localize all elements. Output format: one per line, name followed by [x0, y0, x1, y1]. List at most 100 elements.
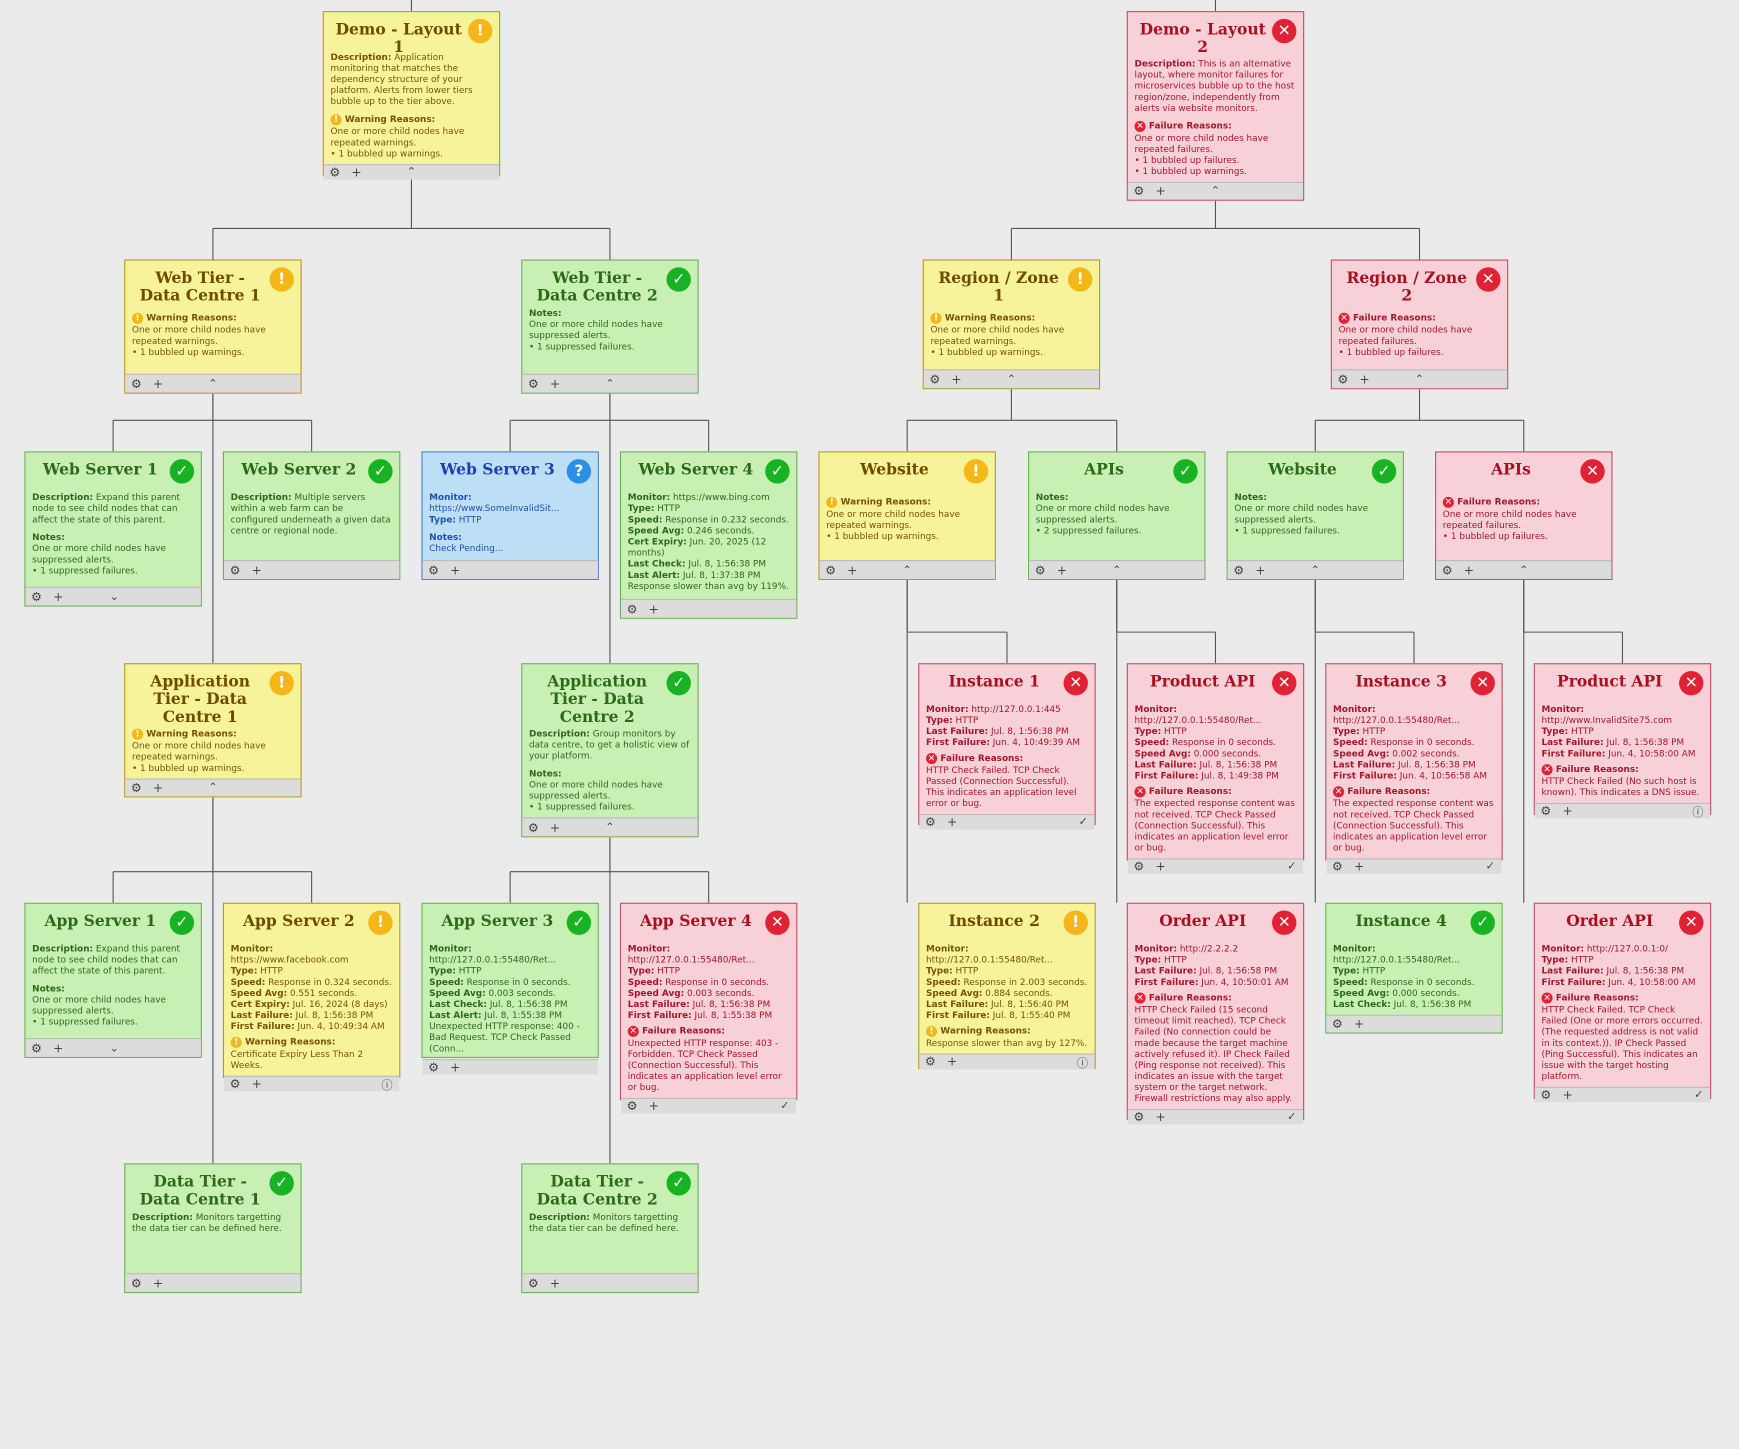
collapse-icon[interactable]: ⌃ — [1006, 373, 1017, 386]
node-card-inst2[interactable]: Instance 2!Monitor: http://127.0.0.1:554… — [918, 902, 1096, 1071]
node-card-ws4[interactable]: Web Server 4✓Monitor: https://www.bing.c… — [619, 451, 798, 619]
plus-icon[interactable]: + — [152, 376, 164, 391]
gear-icon[interactable]: ⚙ — [1133, 859, 1145, 874]
node-card-oapi2[interactable]: Order API✕Monitor: http://127.0.0.1:0/Ty… — [1533, 902, 1712, 1103]
node-card-demo2[interactable]: Demo - Layout 2✕Description: This is an … — [1126, 11, 1305, 201]
gear-icon[interactable]: ⚙ — [31, 589, 43, 604]
plus-icon[interactable]: + — [648, 601, 659, 617]
node-card-inst1[interactable]: Instance 1✕Monitor: http://127.0.0.1:445… — [918, 663, 1096, 830]
plus-icon[interactable]: + — [549, 1275, 561, 1291]
collapse-icon[interactable]: ⌃ — [1519, 563, 1529, 577]
node-card-wt1[interactable]: Web Tier - Data Centre 1!!Warning Reason… — [124, 259, 302, 394]
collapse-icon[interactable]: ⌃ — [208, 377, 218, 390]
gear-icon[interactable]: ⚙ — [1540, 804, 1552, 819]
node-card-as1[interactable]: App Server 1✓Description: Expand this pa… — [24, 902, 202, 1058]
gear-icon[interactable]: ⚙ — [31, 1040, 43, 1056]
gear-icon[interactable]: ⚙ — [130, 376, 142, 391]
acknowledge-check-icon[interactable]: ✓ — [1287, 1111, 1297, 1124]
acknowledge-check-icon[interactable]: ✓ — [1485, 860, 1495, 873]
info-icon[interactable]: ⓘ — [1076, 1057, 1088, 1071]
collapse-icon[interactable]: ⌃ — [406, 166, 417, 179]
acknowledge-check-icon[interactable]: ✓ — [780, 1100, 790, 1113]
plus-icon[interactable]: + — [1562, 804, 1573, 819]
gear-icon[interactable]: ⚙ — [1133, 1110, 1145, 1125]
plus-icon[interactable]: + — [251, 1076, 262, 1092]
gear-icon[interactable]: ⚙ — [626, 601, 638, 617]
plus-icon[interactable]: + — [1056, 562, 1067, 578]
node-card-web1[interactable]: Website!!Warning Reasons:One or more chi… — [818, 451, 996, 581]
gear-icon[interactable]: ⚙ — [329, 165, 341, 180]
gear-icon[interactable]: ⚙ — [130, 780, 142, 796]
gear-icon[interactable]: ⚙ — [1441, 562, 1453, 578]
plus-icon[interactable]: + — [1155, 1110, 1166, 1125]
plus-icon[interactable]: + — [1255, 562, 1266, 578]
gear-icon[interactable]: ⚙ — [527, 820, 539, 835]
collapse-icon[interactable]: ⌃ — [1310, 563, 1320, 577]
acknowledge-check-icon[interactable]: ✓ — [1694, 1089, 1704, 1102]
node-card-rz2[interactable]: Region / Zone 2✕✕Failure Reasons:One or … — [1330, 259, 1509, 390]
node-card-api2[interactable]: APIs✕✕Failure Reasons:One or more child … — [1435, 451, 1613, 581]
node-card-as4[interactable]: App Server 4✕Monitor: http://127.0.0.1:5… — [619, 902, 798, 1114]
gear-icon[interactable]: ⚙ — [1331, 859, 1343, 874]
collapse-icon[interactable]: ⌃ — [208, 782, 218, 795]
collapse-icon[interactable]: ⌃ — [1112, 563, 1122, 577]
plus-icon[interactable]: + — [1562, 1087, 1573, 1103]
plus-icon[interactable]: + — [648, 1099, 659, 1114]
gear-icon[interactable]: ⚙ — [229, 1076, 241, 1092]
gear-icon[interactable]: ⚙ — [1233, 562, 1245, 578]
node-card-papi2[interactable]: Product API✕Monitor: http://www.InvalidS… — [1533, 663, 1712, 820]
gear-icon[interactable]: ⚙ — [626, 1099, 638, 1114]
gear-icon[interactable]: ⚙ — [1540, 1087, 1552, 1103]
node-card-dt2[interactable]: Data Tier - Data Centre 2✓Description: M… — [521, 1163, 699, 1294]
plus-icon[interactable]: + — [951, 372, 962, 387]
collapse-icon[interactable]: ⌃ — [605, 377, 615, 390]
gear-icon[interactable]: ⚙ — [825, 562, 837, 578]
node-card-ws1[interactable]: Web Server 1✓Description: Expand this pa… — [24, 451, 202, 607]
node-card-at2[interactable]: Application Tier - Data Centre 2✓Descrip… — [521, 663, 699, 838]
plus-icon[interactable]: + — [847, 562, 858, 578]
gear-icon[interactable]: ⚙ — [929, 372, 941, 387]
node-card-web2[interactable]: Website✓Notes: One or more child nodes h… — [1226, 451, 1404, 581]
info-icon[interactable]: ⓘ — [381, 1080, 393, 1093]
expand-icon[interactable]: ⌄ — [109, 590, 119, 603]
node-card-demo1[interactable]: Demo - Layout 1!Description: Application… — [322, 11, 501, 180]
gear-icon[interactable]: ⚙ — [527, 1275, 539, 1291]
gear-icon[interactable]: ⚙ — [428, 1060, 440, 1075]
node-card-rz1[interactable]: Region / Zone 1!!Warning Reasons:One or … — [922, 259, 1101, 390]
plus-icon[interactable]: + — [53, 589, 64, 604]
plus-icon[interactable]: + — [251, 562, 262, 578]
gear-icon[interactable]: ⚙ — [229, 562, 241, 578]
plus-icon[interactable]: + — [549, 376, 561, 391]
plus-icon[interactable]: + — [1463, 562, 1474, 578]
plus-icon[interactable]: + — [1155, 183, 1166, 199]
node-card-papi1[interactable]: Product API✕Monitor: http://127.0.0.1:55… — [1126, 663, 1305, 874]
node-card-dt1[interactable]: Data Tier - Data Centre 1✓Description: M… — [124, 1163, 302, 1294]
plus-icon[interactable]: + — [53, 1040, 64, 1056]
node-card-as3[interactable]: App Server 3✓Monitor: http://127.0.0.1:5… — [421, 902, 599, 1075]
node-card-inst3[interactable]: Instance 3✕Monitor: http://127.0.0.1:554… — [1325, 663, 1503, 874]
node-card-as2[interactable]: App Server 2!Monitor: https://www.facebo… — [222, 902, 401, 1092]
node-card-api1[interactable]: APIs✓Notes: One or more child nodes have… — [1028, 451, 1206, 581]
plus-icon[interactable]: + — [946, 1054, 958, 1070]
plus-icon[interactable]: + — [450, 1060, 461, 1075]
gear-icon[interactable]: ⚙ — [1034, 562, 1046, 578]
node-card-ws3[interactable]: Web Server 3?Monitor: https://www.SomeIn… — [421, 451, 599, 581]
gear-icon[interactable]: ⚙ — [924, 1054, 936, 1070]
node-card-inst4[interactable]: Instance 4✓Monitor: http://127.0.0.1:554… — [1325, 902, 1503, 1034]
node-card-wt2[interactable]: Web Tier - Data Centre 2✓Notes: One or m… — [521, 259, 699, 394]
collapse-icon[interactable]: ⌃ — [1414, 373, 1425, 386]
gear-icon[interactable]: ⚙ — [1331, 1016, 1343, 1032]
plus-icon[interactable]: + — [351, 165, 362, 180]
collapse-icon[interactable]: ⌃ — [1210, 184, 1221, 198]
info-icon[interactable]: ⓘ — [1692, 807, 1704, 820]
acknowledge-check-icon[interactable]: ✓ — [1078, 816, 1088, 829]
gear-icon[interactable]: ⚙ — [924, 815, 936, 830]
plus-icon[interactable]: + — [946, 815, 958, 830]
gear-icon[interactable]: ⚙ — [130, 1275, 142, 1291]
plus-icon[interactable]: + — [549, 820, 561, 835]
gear-icon[interactable]: ⚙ — [1337, 372, 1349, 387]
plus-icon[interactable]: + — [1353, 859, 1365, 874]
node-card-ws2[interactable]: Web Server 2✓Description: Multiple serve… — [222, 451, 401, 581]
plus-icon[interactable]: + — [1359, 372, 1370, 387]
